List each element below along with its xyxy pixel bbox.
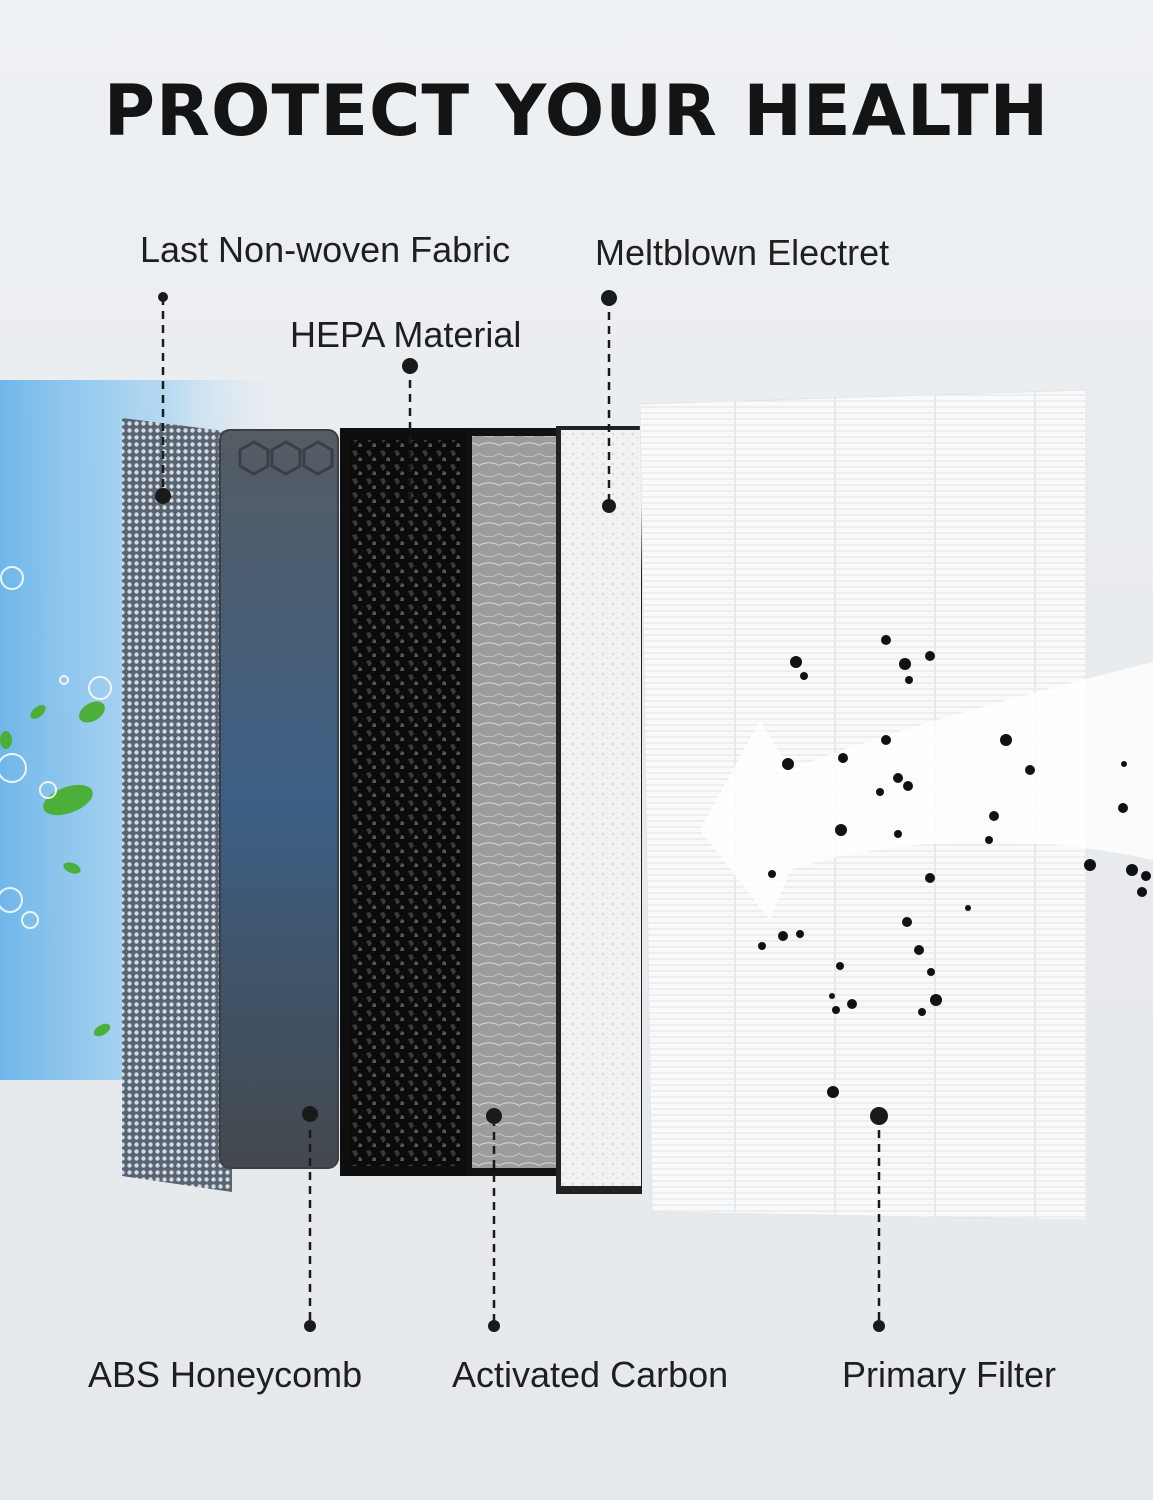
label-activated-carbon: Activated Carbon [452, 1354, 728, 1396]
label-meltblown-electret: Meltblown Electret [595, 232, 889, 274]
label-last-non-woven-fabric: Last Non-woven Fabric [140, 229, 510, 271]
layer-carbon-granules [350, 440, 460, 1166]
page-title: PROTECT YOUR HEALTH [0, 70, 1153, 152]
label-hepa-material: HEPA Material [290, 314, 521, 356]
layer-non-woven-fabric [122, 418, 232, 1192]
label-primary-filter: Primary Filter [842, 1354, 1056, 1396]
layer-abs-honeycomb [220, 430, 338, 1168]
layer-meltblown-surface [561, 430, 641, 1186]
layer-fiber-surface [472, 436, 556, 1168]
label-abs-honeycomb: ABS Honeycomb [88, 1354, 362, 1396]
